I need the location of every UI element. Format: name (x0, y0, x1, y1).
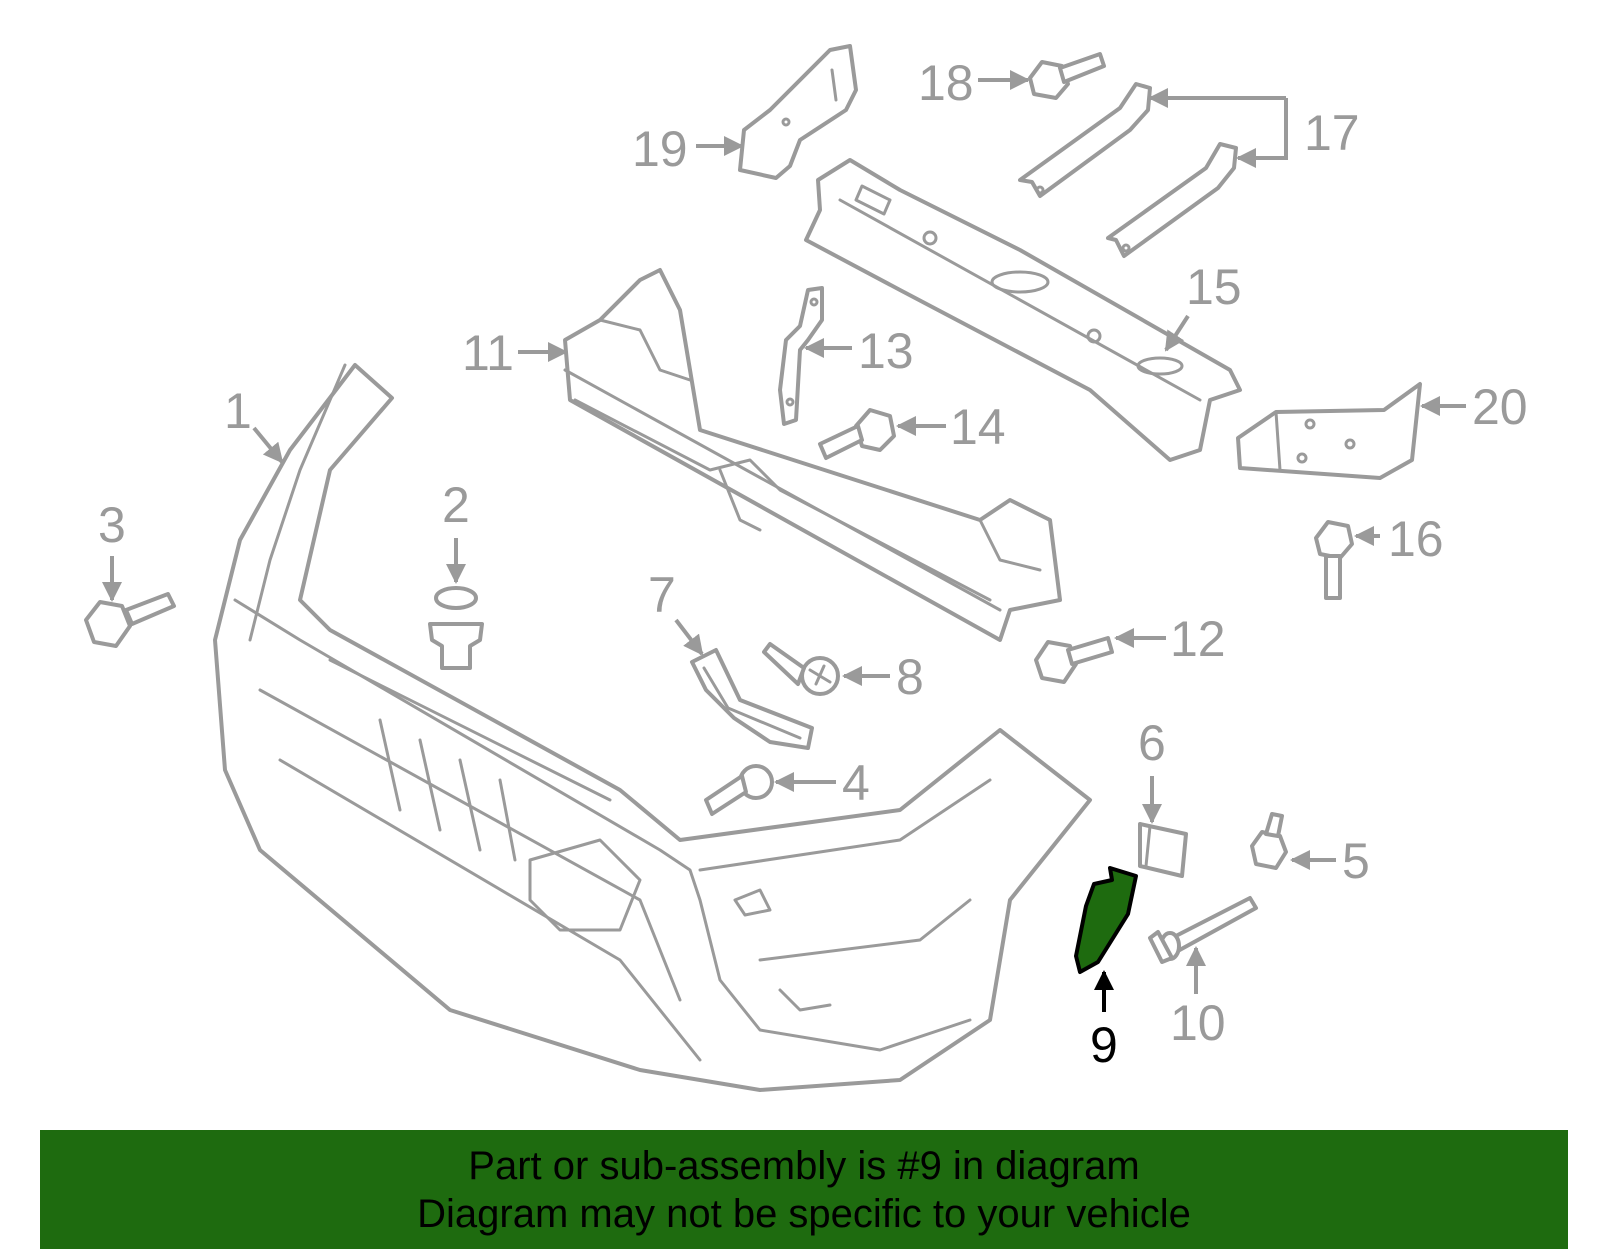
label-6: 6 (1138, 715, 1166, 771)
part-15-upper-rail (804, 158, 1242, 462)
label-1: 1 (224, 383, 252, 439)
part-4-screw (704, 764, 774, 816)
label-16: 16 (1388, 511, 1444, 567)
part-19-bracket (738, 44, 858, 180)
part-6-clip (1138, 822, 1188, 878)
label-13: 13 (858, 323, 914, 379)
part-12-bolt (1034, 636, 1114, 684)
diagram-canvas: 1 2 3 4 5 6 7 8 9 10 11 12 13 14 15 16 1… (84, 44, 1528, 1092)
part-5-bolt (1250, 812, 1288, 870)
label-18: 18 (918, 55, 974, 111)
label-3: 3 (98, 497, 126, 553)
part-2-push-clip (428, 586, 484, 670)
part-8-screw (762, 642, 840, 696)
banner-line-1: Part or sub-assembly is #9 in diagram (468, 1143, 1140, 1188)
part-11-reinforcement-beam (563, 268, 1062, 642)
label-5: 5 (1342, 833, 1370, 889)
label-19: 19 (632, 121, 688, 177)
part-10-pin (1148, 896, 1258, 964)
label-14: 14 (950, 399, 1006, 455)
label-10: 10 (1170, 995, 1226, 1051)
part-1-bumper-cover (213, 363, 1092, 1092)
label-9: 9 (1090, 1017, 1118, 1073)
part-3-bolt (84, 592, 176, 648)
label-17: 17 (1304, 105, 1360, 161)
label-2: 2 (442, 477, 470, 533)
part-16-bolt (1314, 520, 1354, 600)
part-20-bracket (1236, 382, 1422, 480)
label-7: 7 (648, 567, 676, 623)
part-17-straps (1018, 82, 1238, 258)
part-14-bolt (818, 408, 896, 460)
leader-lines (102, 70, 1466, 1012)
info-banner: Part or sub-assembly is #9 in diagram Di… (40, 1130, 1568, 1249)
part-7-bracket (690, 648, 814, 750)
label-20: 20 (1472, 379, 1528, 435)
banner-line-2: Diagram may not be specific to your vehi… (417, 1191, 1191, 1236)
label-8: 8 (896, 649, 924, 705)
part-18-bolt (1028, 52, 1106, 100)
label-4: 4 (842, 755, 870, 811)
label-11: 11 (462, 325, 514, 381)
part-9-highlighted-bracket (1074, 866, 1138, 974)
callout-labels: 1 2 3 4 5 6 7 8 9 10 11 12 13 14 15 16 1… (98, 55, 1528, 1073)
part-13-bracket (778, 286, 824, 426)
label-15: 15 (1186, 259, 1242, 315)
label-12: 12 (1170, 611, 1226, 667)
